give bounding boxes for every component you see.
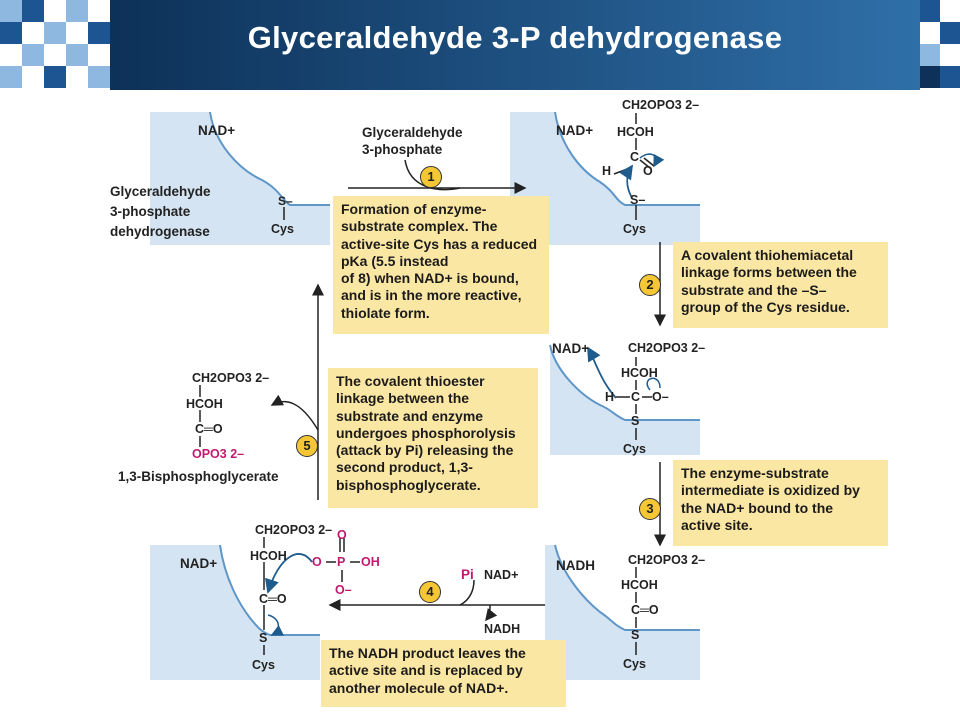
step-2-note: A covalent thiohemiacetal linkage forms … [673, 242, 888, 328]
hydride-transfer-arrow [587, 346, 617, 399]
cys-label-1: Cys [271, 222, 294, 236]
nucleophilic-attack-arrow [619, 164, 633, 199]
header-bar [110, 0, 920, 90]
enzyme-surface-state-5 [150, 544, 320, 680]
pi-label: Pi [461, 567, 474, 582]
slide-header: Glyceraldehyde 3-P dehydrogenase [0, 0, 960, 90]
sulfur-label-4: S [631, 628, 640, 642]
hcoh-label-product: HCOH [186, 397, 223, 411]
step-3-badge: 3 [639, 498, 661, 520]
state-3-bonds [616, 357, 652, 440]
ch2opo3-label-product: CH2OPO3 2– [192, 371, 270, 385]
nad-label-1: NAD+ [198, 123, 236, 138]
enzyme-surface-state-1 [150, 111, 330, 245]
ch2opo3-label-4: CH2OPO3 2– [628, 553, 706, 567]
header-background [0, 0, 960, 90]
cys-label-4: Cys [623, 657, 646, 671]
step-5-badge: 5 [296, 435, 318, 457]
phosphate-oh-label: OH [361, 555, 380, 569]
hcoh-label-4: HCOH [621, 578, 658, 592]
ch2opo3-label-3: CH2OPO3 2– [628, 341, 706, 355]
enzyme-surface-state-4 [545, 544, 700, 680]
phosphate-p-label: P [337, 555, 346, 569]
right-checker-pattern [920, 0, 960, 88]
nad-label-2: NAD+ [556, 123, 594, 138]
carbon-label-3: C [631, 390, 641, 404]
nad-label-3: NAD+ [552, 341, 590, 356]
hcoh-label-2: HCOH [617, 125, 654, 139]
product-release-curve [270, 394, 319, 431]
hcoh-label-5: HCOH [250, 549, 287, 563]
ch2opo3-label-2: CH2OPO3 2– [622, 98, 700, 112]
carbonyl-label-5: C═O [259, 592, 287, 606]
step-5-note: The covalent thioester linkage between t… [328, 368, 538, 508]
nad-label-5: NAD+ [180, 556, 218, 571]
carbonyl-label-4: C═O [631, 603, 659, 617]
product-name-label: 1,3-Bisphosphoglycerate [118, 469, 279, 484]
pi-entry-curve [459, 579, 475, 606]
step-1-note: Formation of enzyme- substrate complex. … [333, 196, 549, 334]
phosphate-o-label: O [312, 555, 322, 569]
phosphate-top-o-label: O [337, 528, 347, 542]
step-4-badge: 4 [419, 581, 441, 603]
step-3-note: The enzyme-substrate intermediate is oxi… [673, 460, 888, 546]
step-2-badge: 2 [639, 274, 661, 296]
cys-label-3: Cys [623, 442, 646, 456]
substrate-name-label: Glyceraldehyde 3-phosphate [362, 125, 463, 157]
enzyme-name-label: Glyceraldehyde 3-phosphate dehydrogenase [110, 184, 211, 239]
oxyanion-arrow [646, 377, 661, 391]
enzyme-surface-state-2 [510, 111, 700, 245]
thiolate-label-1: S– [278, 194, 293, 208]
left-checker-pattern [0, 0, 110, 88]
sulfur-label-5: S [259, 631, 268, 645]
step-1-badge: 1 [420, 166, 442, 188]
hydrogen-label-2: H [602, 164, 612, 178]
hcoh-label-3: HCOH [621, 366, 658, 380]
slide-title: Glyceraldehyde 3-P dehydrogenase [247, 20, 783, 55]
thiol-release-arrow [267, 614, 285, 636]
oxygen-label-2: O [643, 164, 653, 178]
state-5-bonds [263, 537, 360, 655]
carbonyl-label-product: C═O [195, 422, 223, 436]
thiolate-label-2: S– [630, 193, 646, 207]
nadh-exit-curve [485, 604, 498, 622]
phosphate-o-minus-label: O– [335, 583, 352, 597]
nadh-out-label: NADH [484, 622, 521, 636]
cys-label-5: Cys [252, 658, 275, 672]
nad-in-label: NAD+ [484, 568, 519, 582]
cys-label-2: Cys [623, 222, 646, 236]
phosphate-attack-arrow [265, 553, 313, 594]
step-4-note: The NADH product leaves the active site … [321, 640, 566, 707]
hydrogen-label-3: H [605, 390, 615, 404]
nadh-label-4: NADH [556, 558, 595, 573]
carbonyl-arrow [639, 153, 665, 168]
opo3-label-product: OPO3 2– [192, 447, 245, 461]
ch2opo3-label-5: CH2OPO3 2– [255, 523, 333, 537]
sulfur-label-3: S [631, 414, 640, 428]
carbon-label-2: C [630, 150, 640, 164]
oxyanion-label-3: O– [652, 390, 669, 404]
enzyme-surface-state-3 [549, 344, 700, 455]
